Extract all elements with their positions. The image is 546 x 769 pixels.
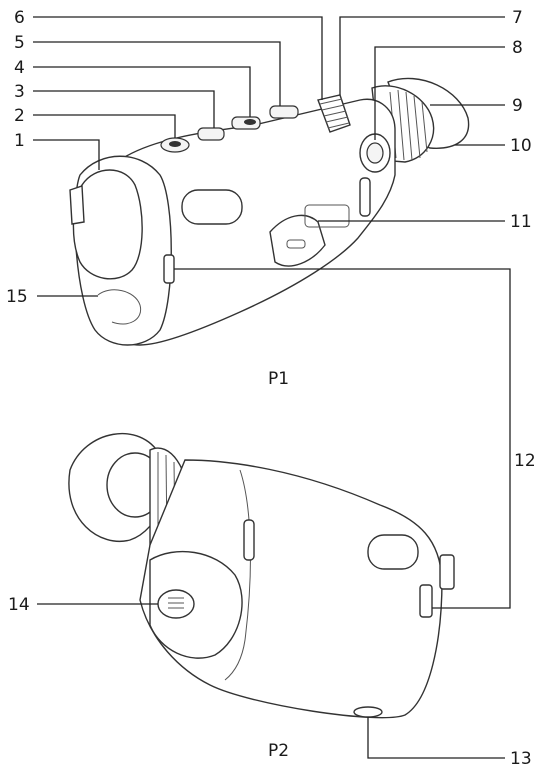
caption-p1: P1 bbox=[268, 369, 289, 389]
leader-12 bbox=[174, 268, 511, 609]
callout-13: 13 bbox=[510, 749, 532, 769]
caption-p2: P2 bbox=[268, 741, 289, 761]
leader-7 bbox=[339, 16, 505, 95]
leader-1 bbox=[33, 139, 100, 170]
callout-7: 7 bbox=[512, 8, 523, 28]
side-slot-p1 bbox=[359, 177, 371, 217]
power-button bbox=[366, 142, 384, 164]
side-slot-p2 bbox=[243, 519, 255, 561]
leader-5 bbox=[33, 41, 281, 106]
callout-labels: 6 7 5 8 4 3 9 2 1 10 11 15 12 14 13 bbox=[6, 8, 536, 769]
button-3 bbox=[197, 127, 225, 141]
callout-12: 12 bbox=[514, 451, 536, 471]
side-window-p1 bbox=[181, 189, 243, 225]
callout-2: 2 bbox=[14, 106, 25, 126]
callout-5: 5 bbox=[14, 33, 25, 53]
button-5 bbox=[269, 105, 299, 119]
port-cover bbox=[269, 214, 326, 267]
strap-lug-p1 bbox=[163, 254, 175, 284]
strap-lug-p2 bbox=[419, 584, 433, 618]
callout-15: 15 bbox=[6, 287, 28, 307]
lens-cap-clip-p2 bbox=[439, 554, 455, 590]
battery-cover bbox=[149, 550, 243, 659]
leader-6 bbox=[33, 16, 323, 100]
tripod-socket bbox=[353, 706, 383, 718]
panel-line-p2 bbox=[224, 469, 251, 681]
leader-lines bbox=[33, 16, 511, 759]
callout-6: 6 bbox=[14, 8, 25, 28]
callout-1: 1 bbox=[14, 131, 25, 151]
button-4-center bbox=[244, 119, 256, 125]
leader-2 bbox=[33, 114, 176, 138]
battery-latch bbox=[157, 589, 195, 619]
callout-14: 14 bbox=[8, 595, 30, 615]
lens-cover bbox=[72, 169, 143, 280]
lens-cap-clip bbox=[69, 185, 85, 225]
leader-8 bbox=[374, 46, 505, 140]
callout-11: 11 bbox=[510, 212, 532, 232]
callout-3: 3 bbox=[14, 82, 25, 102]
callout-10: 10 bbox=[510, 136, 532, 156]
latch-grip bbox=[168, 597, 184, 609]
side-window-p2 bbox=[367, 534, 419, 570]
port-icon bbox=[286, 239, 306, 249]
button-2-center bbox=[169, 141, 181, 147]
callout-4: 4 bbox=[14, 58, 25, 78]
callout-8: 8 bbox=[512, 38, 523, 58]
port-slot bbox=[304, 204, 350, 228]
leader-4 bbox=[33, 66, 251, 117]
lanyard-loop-p1 bbox=[97, 289, 142, 325]
leader-13 bbox=[367, 717, 505, 759]
device-p2 bbox=[68, 432, 455, 719]
wheel-knurl-p1 bbox=[319, 98, 350, 129]
callout-9: 9 bbox=[512, 96, 523, 116]
leader-3 bbox=[33, 90, 215, 128]
device-p1 bbox=[69, 77, 470, 346]
